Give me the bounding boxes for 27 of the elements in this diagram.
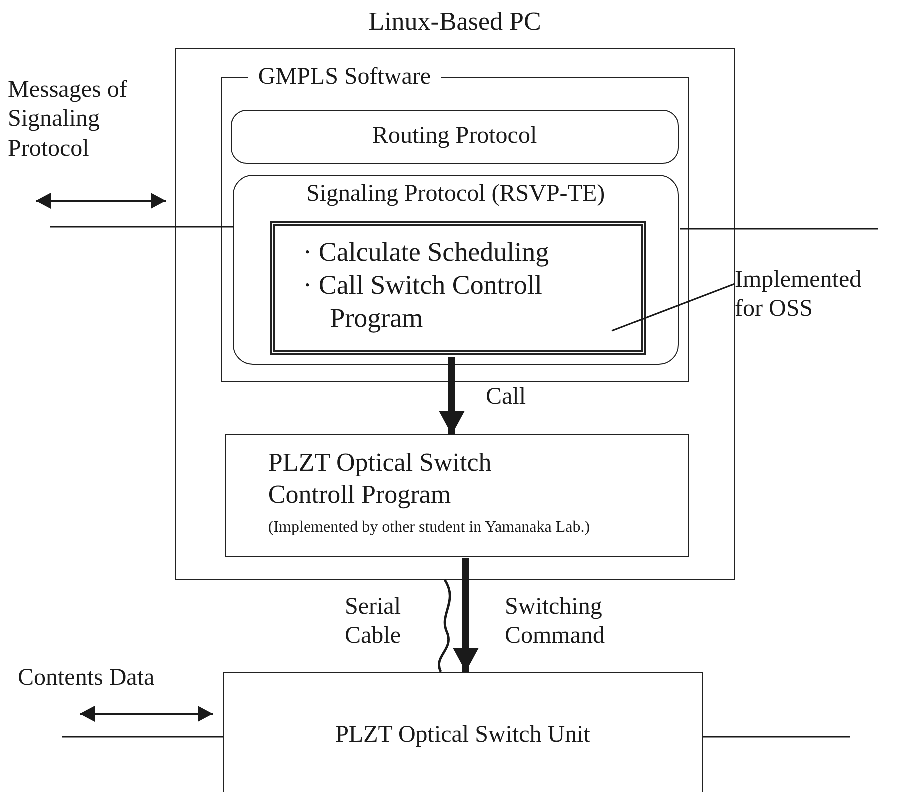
thick-arrow	[453, 558, 479, 672]
cable-line	[438, 579, 452, 672]
function-box	[270, 221, 646, 356]
signal-line	[703, 736, 850, 738]
protocol-box	[230, 110, 679, 164]
annotation-text: Contents Data	[18, 664, 155, 693]
signal-line	[50, 226, 234, 228]
box-title: PLZT Optical Switch Controll Program	[268, 447, 493, 510]
callout-text: Implemented for OSS	[735, 266, 863, 324]
box-label: PLZT Optical Switch Unit	[336, 720, 590, 750]
edge-label: Serial Cable	[345, 593, 402, 652]
box-label: Signaling Protocol (RSVP-TE)	[306, 180, 606, 209]
signal-line	[62, 736, 223, 738]
protocol-box	[232, 174, 679, 365]
edge-label: Call	[486, 383, 526, 412]
signal-line	[680, 228, 878, 230]
box-label: Routing Protocol	[372, 122, 538, 152]
leader-line	[612, 283, 736, 332]
annotation-text: Messages of Signaling Protocol	[8, 76, 128, 164]
box-note: (Implemented by other student in Yamanaka Lab.)	[268, 518, 590, 537]
bullet-item: · Call Switch Controll Program	[303, 269, 544, 335]
edge-label: Switching Command	[505, 593, 605, 652]
box-heading: Linux-Based PC	[368, 7, 542, 37]
switch-unit-box	[223, 672, 703, 792]
bullet-item: · Calculate Scheduling	[303, 236, 550, 270]
thick-arrow	[439, 357, 465, 435]
program-box	[225, 434, 690, 558]
